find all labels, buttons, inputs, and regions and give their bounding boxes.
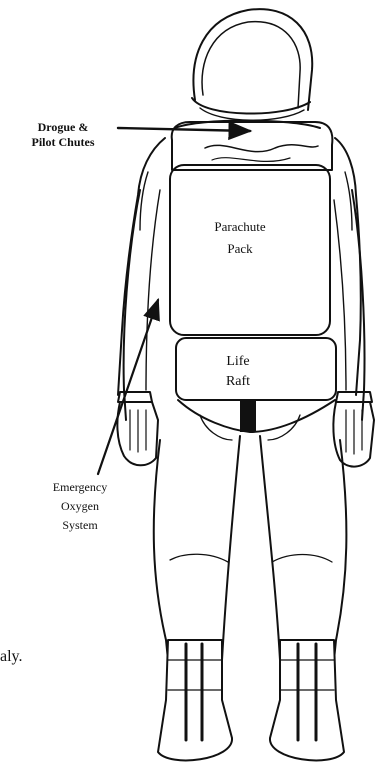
drogue-label-line2: Pilot Chutes: [4, 135, 122, 150]
raft-label-line2: Raft: [210, 372, 266, 392]
life-raft-label: Life Raft: [210, 352, 266, 392]
pack-label-line1: Parachute: [198, 216, 282, 238]
right-arm: [334, 190, 372, 420]
oxygen-label-line3: System: [38, 516, 122, 535]
right-boot: [270, 640, 344, 760]
emergency-oxygen-label: Emergency Oxygen System: [38, 478, 122, 535]
helmet: [192, 9, 312, 120]
drogue-label-line1: Drogue &: [4, 120, 122, 135]
cropped-text-fragment: aly.: [0, 649, 23, 664]
drogue-pointer-arrow: [118, 128, 250, 131]
drogue-pilot-chutes-label: Drogue & Pilot Chutes: [4, 120, 122, 150]
right-glove: [333, 402, 374, 467]
raft-label-line1: Life: [210, 352, 266, 372]
oxygen-pointer-line: [98, 300, 158, 474]
left-leg: [154, 436, 240, 660]
right-leg: [260, 436, 346, 660]
left-boot: [158, 640, 232, 760]
harness: [178, 400, 335, 440]
pack-label-line2: Pack: [198, 238, 282, 260]
oxygen-label-line1: Emergency: [38, 478, 122, 497]
left-glove: [117, 402, 158, 465]
oxygen-label-line2: Oxygen: [38, 497, 122, 516]
parachute-pack-label: Parachute Pack: [198, 216, 282, 260]
